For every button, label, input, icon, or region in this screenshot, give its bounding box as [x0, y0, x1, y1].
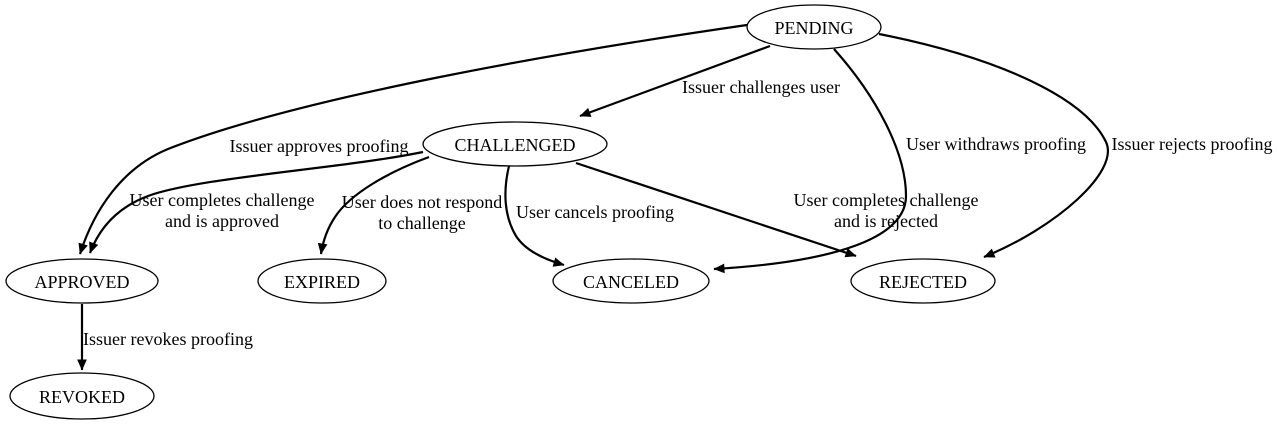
edge-label-user-completes-challenge-rejected-line1: User completes challenge: [794, 190, 979, 210]
edge-arrow-pending-rejected: [878, 32, 1109, 259]
state-node-revoked: REVOKED: [9, 372, 155, 420]
edge-pending-rejected: Issuer rejects proofing: [878, 32, 1273, 259]
edge-arrow-pending-approved: [78, 23, 748, 255]
node-label-revoked: REVOKED: [39, 387, 125, 407]
edge-label-issuer-revokes-proofing: Issuer revokes proofing: [83, 329, 253, 349]
node-ellipse-canceled: [552, 258, 710, 304]
edge-approved-revoked: Issuer revokes proofing: [77, 304, 253, 371]
edge-challenged-expired: User does not respond to challenge: [317, 155, 502, 255]
node-ellipse-pending: [746, 4, 882, 50]
edge-arrow-challenged-expired: [317, 155, 430, 255]
edge-arrow-pending-canceled: [713, 48, 908, 274]
edge-pending-canceled: User withdraws proofing: [713, 48, 1086, 274]
edge-challenged-rejected: User completes challenge and is rejected: [575, 161, 979, 258]
edge-label-user-cancels-proofing: User cancels proofing: [516, 202, 674, 222]
edge-label-user-does-not-respond-line1: User does not respond: [342, 192, 502, 212]
state-node-expired: EXPIRED: [257, 258, 387, 304]
edge-label-user-withdraws-proofing: User withdraws proofing: [906, 134, 1086, 154]
edge-label-issuer-approves-proofing: Issuer approves proofing: [230, 136, 409, 156]
node-ellipse-approved: [5, 258, 159, 304]
state-node-pending: PENDING: [746, 4, 882, 50]
edge-label-user-completes-challenge-approved-line2: and is approved: [165, 211, 279, 231]
edge-pending-approved: Issuer approves proofing: [78, 23, 748, 255]
node-label-canceled: CANCELED: [583, 272, 679, 292]
node-label-challenged: CHALLENGED: [455, 135, 576, 155]
edge-label-user-completes-challenge-approved-line1: User completes challenge: [130, 190, 315, 210]
edge-label-user-completes-challenge-rejected-line2: and is rejected: [834, 211, 938, 231]
state-node-canceled: CANCELED: [552, 258, 710, 304]
edge-arrow-challenged-approved: [88, 150, 424, 254]
node-label-approved: APPROVED: [34, 272, 129, 292]
node-label-expired: EXPIRED: [284, 272, 360, 292]
node-label-rejected: REJECTED: [879, 272, 967, 292]
edge-label-user-does-not-respond-line2: to challenge: [378, 213, 465, 233]
node-ellipse-rejected: [850, 258, 996, 304]
node-ellipse-challenged: [422, 121, 608, 167]
edge-pending-challenged: Issuer challenges user: [579, 44, 840, 118]
edge-arrow-challenged-rejected: [575, 161, 857, 258]
edge-arrow-pending-challenged: [579, 44, 771, 118]
edge-label-issuer-rejects-proofing: Issuer rejects proofing: [1112, 134, 1273, 154]
edge-challenged-approved: User completes challenge and is approved: [88, 150, 424, 254]
state-node-rejected: REJECTED: [850, 258, 996, 304]
node-ellipse-expired: [257, 258, 387, 304]
edge-arrow-challenged-canceled: [504, 165, 565, 267]
node-label-pending: PENDING: [775, 18, 854, 38]
state-node-approved: APPROVED: [5, 258, 159, 304]
node-ellipse-revoked: [9, 372, 155, 420]
edge-label-issuer-challenges-user: Issuer challenges user: [682, 77, 840, 97]
state-node-challenged: CHALLENGED: [422, 121, 608, 167]
edge-challenged-canceled: User cancels proofing: [504, 165, 674, 267]
